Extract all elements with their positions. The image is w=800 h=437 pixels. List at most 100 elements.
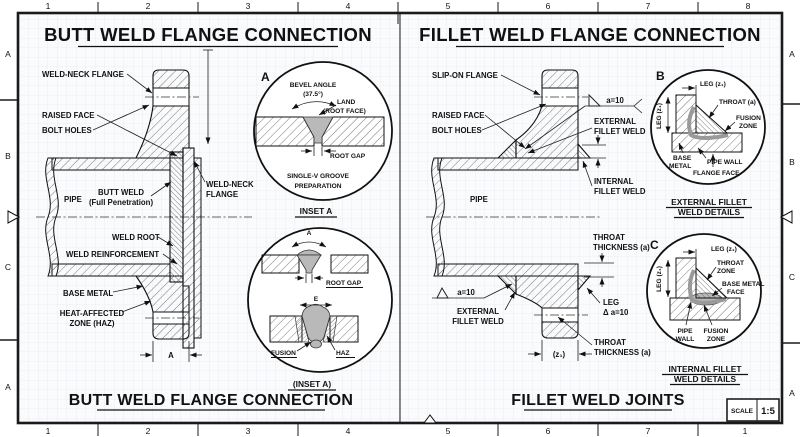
b-label-throat: THROAT (a) xyxy=(719,99,756,106)
flange-hub-top xyxy=(152,69,190,89)
label-external-fillet-lower-2: FILLET WELD xyxy=(452,317,504,326)
label-groove-prep: SINGLE-V GROOVE xyxy=(287,173,350,180)
inset-a-marker: A xyxy=(261,70,270,84)
b-label-fusion-2: ZONE xyxy=(739,123,758,130)
label-fusion: FUSION xyxy=(271,350,296,357)
dim-a-arc xyxy=(291,241,327,248)
label-raised-face-right: RAISED FACE xyxy=(432,111,484,120)
fillet-weld-symbol-icon xyxy=(588,93,602,107)
bottom-centermark-icon xyxy=(423,414,437,424)
left-caption: BUTT WELD FLANGE CONNECTION xyxy=(69,392,354,409)
pipe-wall-bottom xyxy=(51,263,171,277)
root-gap-dim xyxy=(301,147,336,156)
b-label-flange-face: FLANGE FACE xyxy=(693,170,740,177)
inset-detail-caption: (INSET A) xyxy=(293,379,332,389)
bottom-number: 2 xyxy=(146,426,151,436)
c-label-pipe-2: WALL xyxy=(676,336,695,343)
inset-detail-circle: A ROOT GAP E FUSION HAZ (INSET A) xyxy=(247,227,393,391)
top-number: 5 xyxy=(446,1,451,11)
top-ticks xyxy=(97,2,699,24)
left-drawing: A xyxy=(36,49,252,362)
label-haz-2: ZONE (HAZ) xyxy=(69,319,114,328)
left-letter: A xyxy=(5,382,11,392)
b-label-base-2: METAL xyxy=(669,163,691,170)
bottom-number: 3 xyxy=(246,426,251,436)
top-number: 7 xyxy=(646,1,651,11)
right-view: FILLET WELD FLANGE CONNECTION xyxy=(419,24,766,411)
scale-value: 1:5 xyxy=(761,406,775,417)
b-fusion-zone xyxy=(687,106,729,140)
label-external-fillet-lower: EXTERNAL xyxy=(457,307,499,316)
weld-symbol-bottom: a=10 xyxy=(432,283,513,299)
slipon-body-lower xyxy=(515,275,579,309)
pipe-break-symbol-right xyxy=(431,157,445,277)
top-number: 8 xyxy=(746,1,751,11)
b-vertical-wall xyxy=(675,94,697,134)
label-bolt-holes-right: BOLT HOLES xyxy=(432,126,482,135)
flange-height-dim xyxy=(203,49,213,144)
internal-weld-dim-upper xyxy=(582,135,606,168)
slipon-hub-bottom xyxy=(541,321,579,339)
label-root-gap: ROOT GAP xyxy=(330,153,366,160)
label-bevel-angle: BEVEL ANGLE xyxy=(290,82,337,89)
top-number: 6 xyxy=(546,1,551,11)
root-gap-dim-2 xyxy=(295,274,323,283)
dim-a xyxy=(140,341,202,362)
label-internal-fillet: INTERNAL xyxy=(594,177,634,186)
label-base-metal: BASE METAL xyxy=(63,289,113,298)
top-number: 4 xyxy=(346,1,351,11)
right-letter: C xyxy=(789,272,795,282)
label-bevel-angle-2: (37.5°) xyxy=(303,90,323,98)
c-label-fusion: FUSION xyxy=(704,328,729,335)
centerline-arrow-left-icon xyxy=(7,210,21,224)
dim-a2-label: A xyxy=(307,230,312,237)
left-labels: WELD-NECK FLANGE RAISED FACE BOLT HOLES … xyxy=(42,70,254,328)
detail-b-caption: EXTERNAL FILLET xyxy=(671,197,748,207)
b-label-leg-top: LEG (z₁) xyxy=(700,81,726,88)
left-letter: B xyxy=(5,151,11,161)
pipe-break-symbol xyxy=(45,157,59,277)
label-throat-upper-2: THICKNESS (a) xyxy=(593,243,650,252)
detail-b-caption-2: WELD DETAILS xyxy=(678,207,741,217)
detail-c-caption: INTERNAL FILLET xyxy=(669,364,743,374)
left-letter: C xyxy=(5,262,11,272)
bottom-ticks xyxy=(97,423,699,436)
label-throat-lower: THROAT xyxy=(594,338,626,347)
weld-plate-right xyxy=(330,254,369,274)
b-label-leg-left: LEG (z₁) xyxy=(656,103,663,129)
external-fillet-weld-upper xyxy=(496,138,517,159)
top-number: 1 xyxy=(46,1,51,11)
dim-z1-label: (z₁) xyxy=(553,350,566,359)
weld-symbol-bottom-text: a=10 xyxy=(457,288,475,297)
b-leg-top-dim xyxy=(682,85,697,103)
label-leg: LEG xyxy=(603,298,619,307)
top-number: 3 xyxy=(246,1,251,11)
weld-symbol-top-text: a=10 xyxy=(606,96,624,105)
border-glyphs: 1 2 3 4 5 6 7 8 1 2 3 4 5 6 7 1 A B C A … xyxy=(5,1,795,436)
root-pass xyxy=(310,339,322,349)
right-letter: A xyxy=(789,49,795,59)
label-throat-lower-2: THICKNESS (a) xyxy=(594,348,651,357)
c-label-throat: THROAT xyxy=(717,260,744,267)
scale-box: SCALE 1:5 xyxy=(726,398,780,422)
detail-c-circle: C LEG (z₁) THROAT ZONE BASE METAL FACE L… xyxy=(646,233,764,386)
dim-a-label: A xyxy=(168,351,174,360)
bottom-number: 4 xyxy=(346,426,351,436)
groove-plate-right xyxy=(321,116,385,147)
pipe-wall-top-right xyxy=(437,157,579,171)
left-title: BUTT WELD FLANGE CONNECTION xyxy=(44,24,372,45)
label-external-fillet-upper: EXTERNAL xyxy=(594,117,636,126)
label-root-face: (ROOT FACE) xyxy=(323,108,366,115)
c-label-leg-top: LEG (z₁) xyxy=(711,246,737,253)
bottom-number: 1 xyxy=(46,426,51,436)
detail-c-marker: C xyxy=(650,238,659,252)
label-pipe: PIPE xyxy=(64,195,82,204)
flange-face-plate xyxy=(182,147,195,349)
right-letter: A xyxy=(789,388,795,398)
label-slip-on-flange: SLIP-ON FLANGE xyxy=(432,71,498,80)
bottom-number: 7 xyxy=(646,426,651,436)
b-horizontal-plate xyxy=(671,132,743,153)
detail-b-marker: B xyxy=(656,69,665,83)
